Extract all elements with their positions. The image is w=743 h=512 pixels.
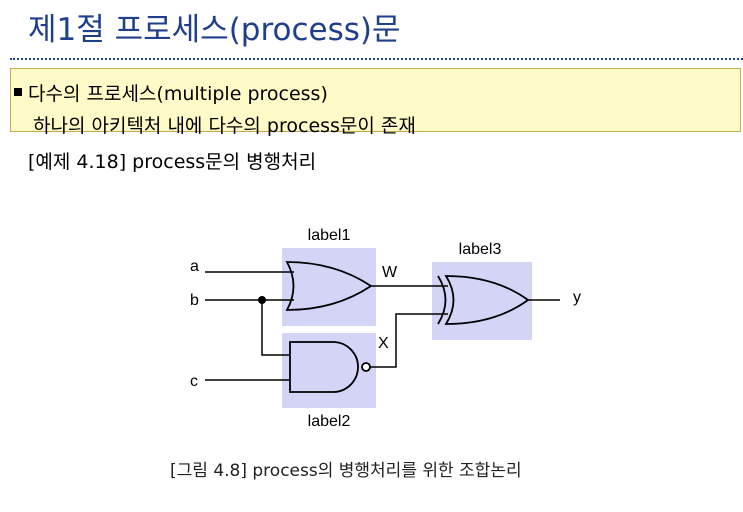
label3-text: label3 — [459, 241, 502, 258]
figure-caption: [그림 4.8] process의 병행처리를 위한 조합논리 — [170, 461, 522, 481]
intermediate-wires — [370, 285, 448, 368]
bullet-item: 다수의 프로세스(multiple process) — [14, 79, 328, 106]
title-divider — [10, 58, 743, 60]
square-bullet-icon — [14, 87, 22, 96]
output-y-label: y — [573, 289, 581, 306]
input-wires — [205, 271, 294, 381]
block-label1 — [282, 248, 376, 326]
xor-gate — [444, 275, 530, 325]
nand-inversion-bubble — [361, 362, 371, 372]
bullet-main-text: 다수의 프로세스(multiple process) — [28, 83, 328, 105]
nand-gate — [289, 341, 359, 393]
bullet-sub-text: 하나의 아키텍처 내에 다수의 process문이 존재 — [33, 115, 416, 137]
input-c-label: c — [190, 373, 198, 390]
page-title: 제1절 프로세스(process)문 — [28, 12, 401, 48]
wire-w-label: W — [382, 264, 398, 281]
label2-text: label2 — [308, 413, 351, 430]
input-b-label: b — [190, 292, 199, 309]
wire-x-label: X — [378, 335, 389, 352]
bullet-highlight-box — [10, 68, 741, 132]
xor-gate-extra-arc — [437, 275, 447, 325]
junction-dot — [258, 296, 266, 304]
input-a-label: a — [190, 258, 199, 275]
label1-text: label1 — [308, 227, 351, 244]
or-gate — [285, 261, 373, 311]
block-label2 — [282, 333, 376, 408]
example-heading: [예제 4.18] process문의 병행처리 — [28, 151, 317, 173]
block-label3 — [432, 262, 532, 340]
